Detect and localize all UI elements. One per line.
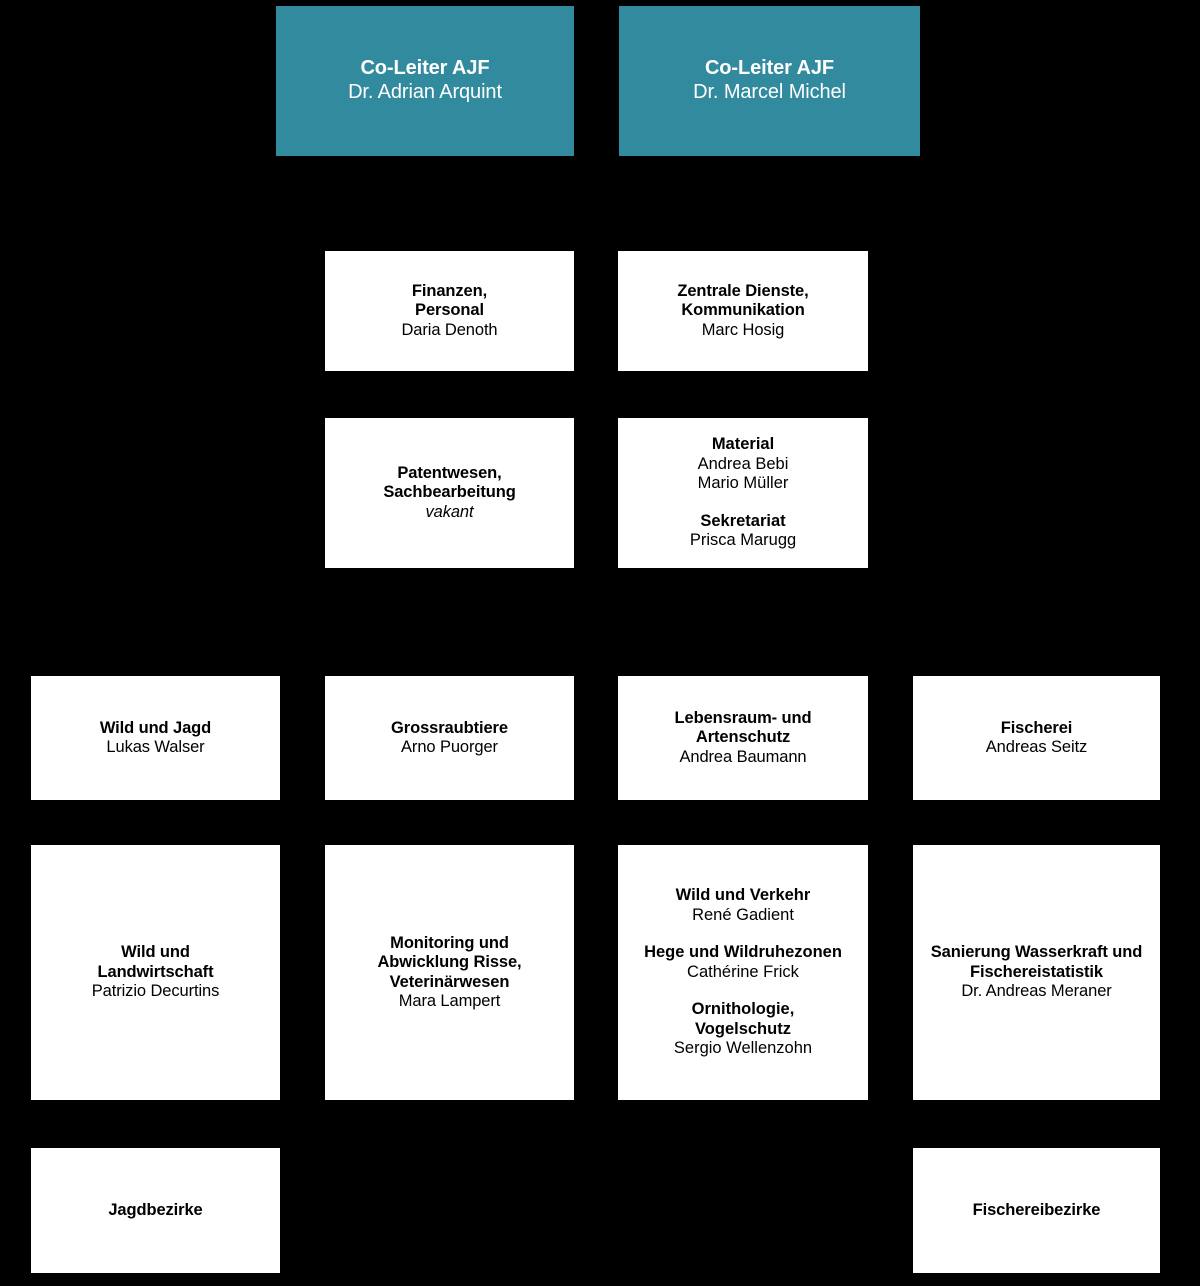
node-person: Dr. Adrian Arquint	[348, 81, 502, 103]
node-jagdbezirke[interactable]: Jagdbezirke	[31, 1148, 280, 1273]
group-person: Mario Müller	[697, 474, 789, 493]
node-title-line-1: Lebensraum- und	[674, 708, 812, 727]
group-title: Sekretariat	[700, 511, 786, 530]
node-group-wild-und-verkehr: Wild und Verkehr René Gadient	[676, 886, 811, 925]
group-person: Andrea Bebi	[697, 454, 789, 473]
node-title-line-1: Patentwesen,	[397, 463, 502, 482]
node-group-sekretariat: Sekretariat Prisca Marugg	[690, 512, 796, 551]
node-title-line-1: Fischerei	[1000, 718, 1073, 737]
node-title-line-2: Artenschutz	[695, 728, 791, 747]
node-title-line-1: Grossraubtiere	[391, 718, 508, 737]
node-wild-und-jagd[interactable]: Wild und Jagd Lukas Walser	[31, 676, 280, 800]
group-title: Wild und Verkehr	[675, 886, 811, 905]
node-grossraubtiere[interactable]: Grossraubtiere Arno Puorger	[325, 676, 574, 800]
node-title-line-3: Veterinärwesen	[389, 972, 510, 991]
node-title-line-1: Zentrale Dienste,	[677, 281, 809, 300]
group-person: René Gadient	[692, 905, 794, 924]
node-fischerei[interactable]: Fischerei Andreas Seitz	[913, 676, 1160, 800]
node-title-line-1: Finanzen,	[411, 281, 488, 300]
node-person: Arno Puorger	[401, 738, 498, 756]
node-lebensraum-und-artenschutz[interactable]: Lebensraum- und Artenschutz Andrea Bauma…	[618, 676, 868, 800]
node-title-line-1: Monitoring und	[390, 933, 509, 952]
node-title: Fischereibezirke	[972, 1200, 1101, 1219]
node-zentrale-dienste-kommunikation[interactable]: Zentrale Dienste, Kommunikation Marc Hos…	[618, 251, 868, 371]
node-title-line-1: Wild und	[121, 943, 190, 962]
group-title: Hege und Wildruhezonen	[644, 943, 842, 962]
group-title-line-2: Vogelschutz	[695, 1019, 791, 1038]
node-person: Dr. Andreas Meraner	[961, 982, 1112, 1001]
node-person: Daria Denoth	[401, 320, 498, 339]
group-person: Prisca Marugg	[689, 531, 797, 550]
node-title-line-2: Personal	[415, 301, 484, 320]
node-title: Co-Leiter AJF	[360, 57, 490, 80]
group-title: Material	[711, 435, 775, 454]
node-co-leiter-1[interactable]: Co-Leiter AJF Dr. Adrian Arquint	[276, 6, 574, 156]
node-title-line-2: Kommunikation	[681, 301, 805, 320]
node-sanierung-wasserkraft-fischereistatistik[interactable]: Sanierung Wasserkraft und Fischereistati…	[913, 845, 1160, 1100]
node-person: Andreas Seitz	[985, 738, 1088, 756]
node-title-line-2: Abwicklung Risse,	[377, 953, 522, 972]
node-person-vakant: vakant	[425, 502, 474, 521]
node-title-line-2: Fischereistatistik	[969, 962, 1103, 981]
node-person: Mara Lampert	[398, 991, 501, 1010]
node-person: Lukas Walser	[106, 738, 205, 756]
node-wild-und-landwirtschaft[interactable]: Wild und Landwirtschaft Patrizio Decurti…	[31, 845, 280, 1100]
node-material-sekretariat[interactable]: Material Andrea Bebi Mario Müller Sekret…	[618, 418, 868, 568]
node-title-line-1: Sanierung Wasserkraft und	[930, 943, 1143, 962]
node-title: Co-Leiter AJF	[704, 57, 835, 80]
node-group-ornithologie-vogelschutz: Ornithologie, Vogelschutz Sergio Wellenz…	[674, 1000, 812, 1058]
node-title-line-2: Landwirtschaft	[97, 962, 214, 981]
group-person: Cathérine Frick	[687, 962, 799, 981]
node-finanzen-personal[interactable]: Finanzen, Personal Daria Denoth	[325, 251, 574, 371]
node-co-leiter-2[interactable]: Co-Leiter AJF Dr. Marcel Michel	[619, 6, 920, 156]
node-person: Patrizio Decurtins	[91, 982, 220, 1001]
group-person: Sergio Wellenzohn	[673, 1039, 813, 1058]
node-title-line-1: Wild und Jagd	[99, 718, 212, 737]
node-wild-verkehr-hege-ornithologie[interactable]: Wild und Verkehr René Gadient Hege und W…	[618, 845, 868, 1100]
node-title: Jagdbezirke	[108, 1200, 203, 1219]
node-group-hege-und-wildruhezonen: Hege und Wildruhezonen Cathérine Frick	[644, 943, 842, 982]
node-fischereibezirke[interactable]: Fischereibezirke	[913, 1148, 1160, 1273]
node-person: Marc Hosig	[701, 320, 785, 339]
node-title-line-2: Sachbearbeitung	[383, 483, 516, 502]
group-title-line-1: Ornithologie,	[691, 1000, 795, 1019]
node-patentwesen-sachbearbeitung[interactable]: Patentwesen, Sachbearbeitung vakant	[325, 418, 574, 568]
node-person: Andrea Baumann	[679, 747, 807, 766]
node-monitoring-abwicklung-risse-veterinaerwesen[interactable]: Monitoring und Abwicklung Risse, Veterin…	[325, 845, 574, 1100]
node-person: Dr. Marcel Michel	[693, 81, 846, 103]
node-group-material: Material Andrea Bebi Mario Müller	[698, 435, 789, 493]
